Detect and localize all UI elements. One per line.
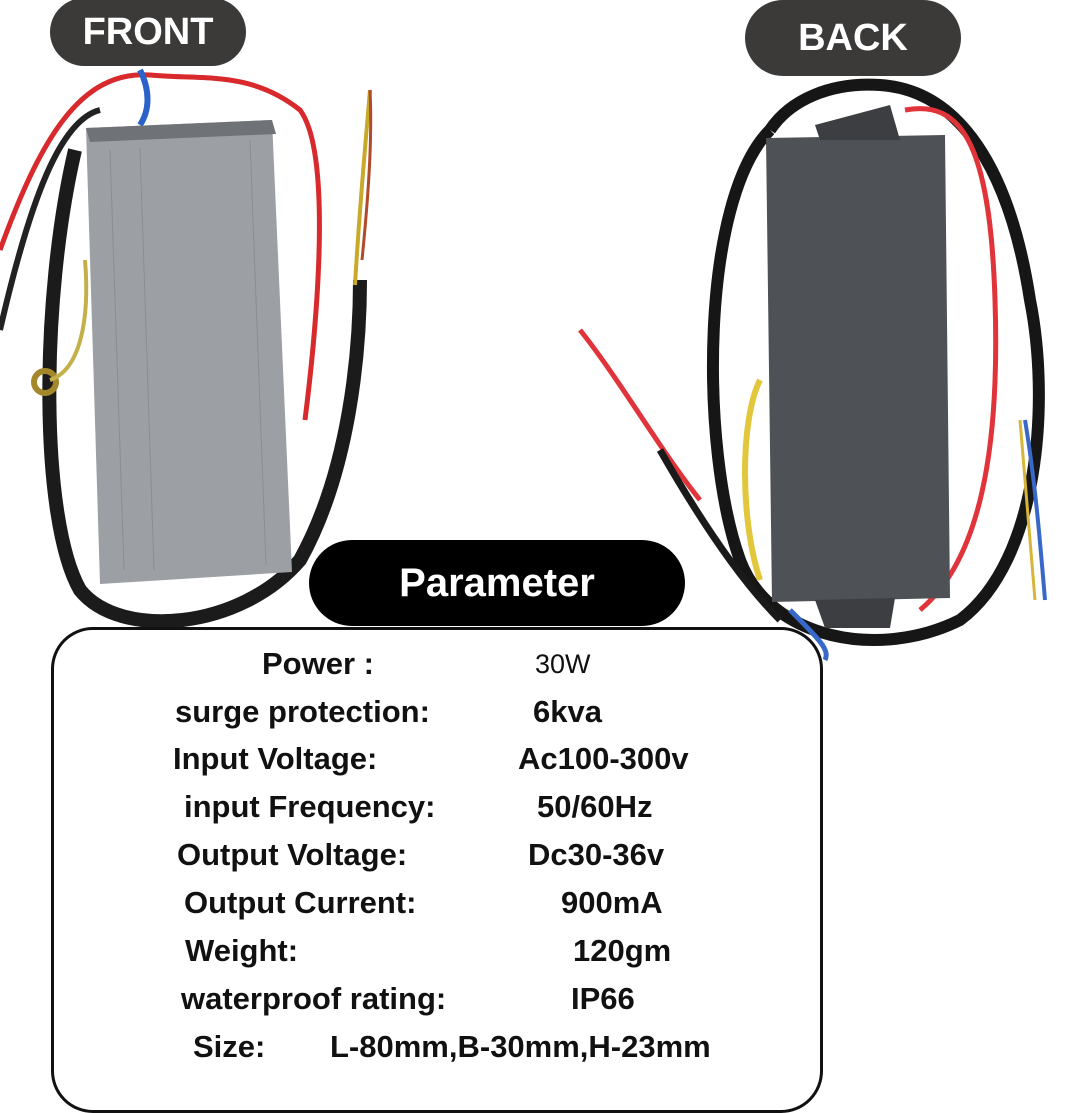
param-value-surge: 6kva <box>533 694 602 729</box>
param-label-size: Size: <box>193 1029 266 1064</box>
param-label-surge: surge protection: <box>175 694 430 729</box>
param-value-output-current: 900mA <box>561 885 663 920</box>
param-label-output-voltage: Output Voltage: <box>177 837 408 872</box>
param-value-input-voltage: Ac100-300v <box>518 741 689 776</box>
front-driver-photo <box>0 68 373 629</box>
param-label-output-current: Output Current: <box>184 885 417 920</box>
param-value-size: L-80mm,B-30mm,H-23mm <box>330 1029 711 1064</box>
param-label-weight: Weight: <box>185 933 299 968</box>
param-label-input-voltage: Input Voltage: <box>173 741 378 776</box>
back-label: BACK <box>745 0 961 76</box>
param-value-output-voltage: Dc30-36v <box>528 837 665 872</box>
param-value-waterproof: IP66 <box>571 981 635 1016</box>
param-label-power: Power : <box>262 646 374 681</box>
param-value-weight: 120gm <box>573 933 672 968</box>
param-label-waterproof: waterproof rating: <box>181 981 447 1016</box>
front-label: FRONT <box>50 0 246 66</box>
param-value-frequency: 50/60Hz <box>537 789 653 824</box>
param-label-frequency: input Frequency: <box>184 789 436 824</box>
parameter-heading: Parameter <box>309 540 685 626</box>
product-photos <box>0 68 1047 662</box>
back-driver-photo <box>578 78 1047 662</box>
param-value-power: 30W <box>535 649 591 679</box>
